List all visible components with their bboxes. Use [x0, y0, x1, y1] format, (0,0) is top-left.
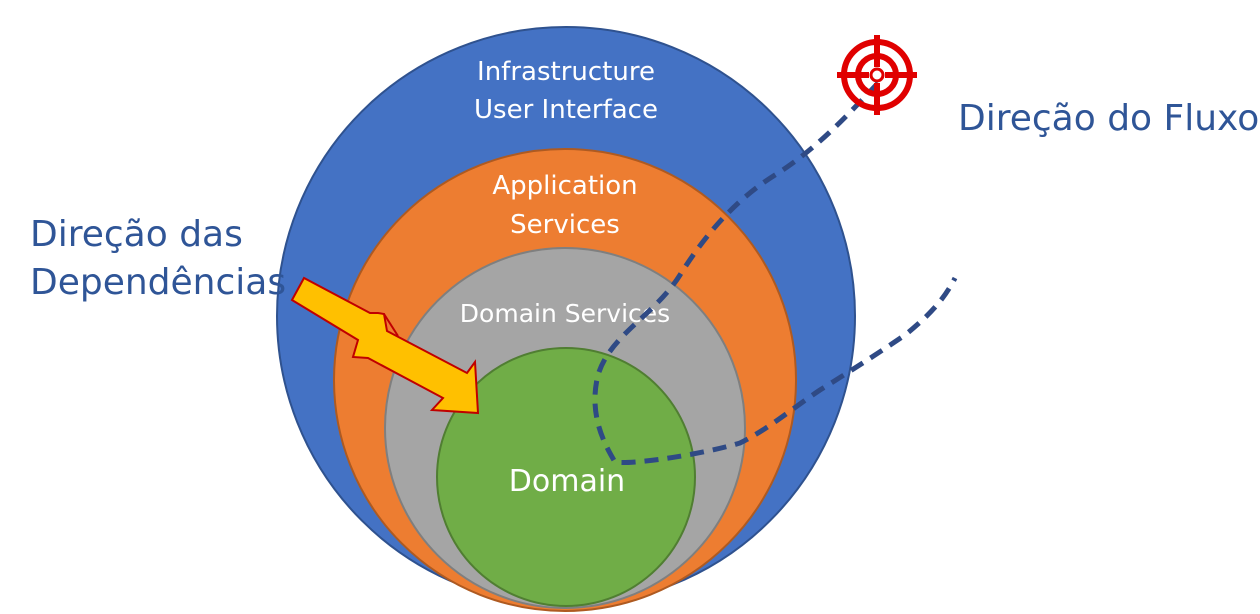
flow-direction-label: Direção do Fluxo [958, 98, 1259, 139]
infrastructure-label-line2: User Interface [474, 95, 658, 125]
application-label-line1: Application [492, 171, 637, 201]
target-icon [837, 35, 917, 115]
domain-services-label: Domain Services [460, 299, 670, 328]
flow-path [592, 81, 958, 465]
dependencies-label-line2: Dependências [30, 262, 286, 303]
double-arrow-icon [290, 276, 480, 415]
flow-dashed-line [592, 81, 958, 465]
dependencies-label-line1: Direção das [30, 214, 243, 255]
infrastructure-label-line1: Infrastructure [477, 57, 655, 87]
domain-layer-circle [436, 347, 696, 607]
double-arrow-inner-fold [383, 313, 399, 337]
double-arrow-shape [290, 276, 480, 415]
layer-rings [276, 26, 856, 612]
domain-label: Domain [509, 464, 625, 499]
application-label-line2: Services [510, 210, 620, 240]
target-center [869, 67, 885, 83]
